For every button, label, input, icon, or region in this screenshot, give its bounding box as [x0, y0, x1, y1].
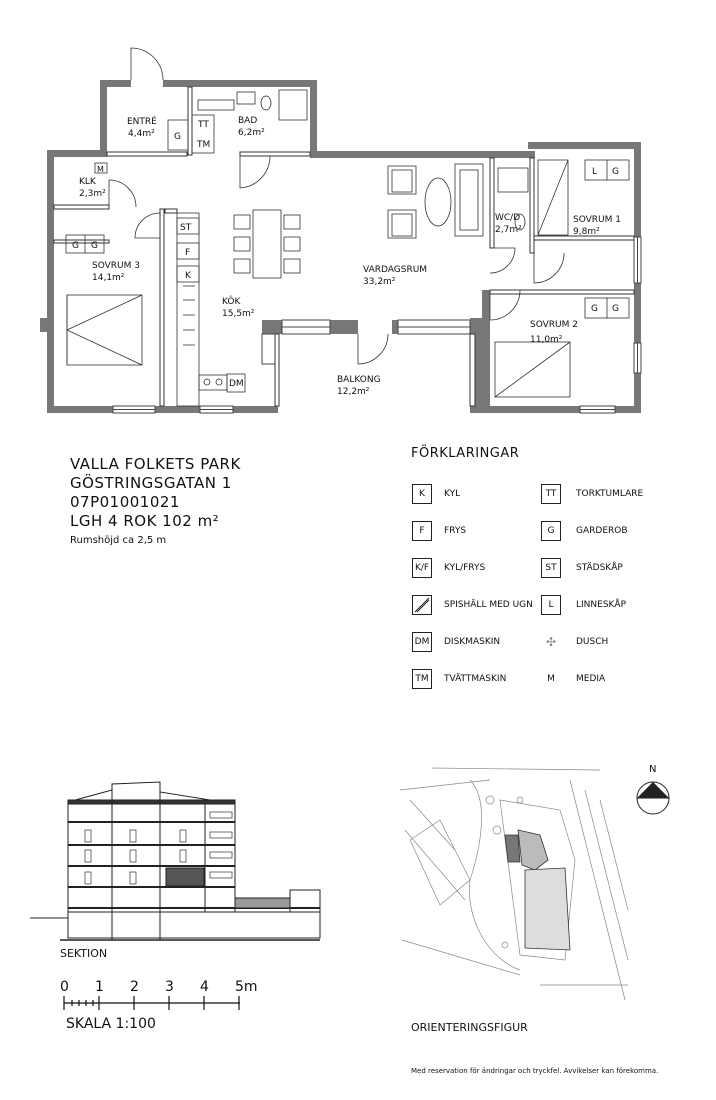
room-area-kok: 15,5m² [222, 309, 255, 319]
legend-label: KYL/FRYS [444, 563, 486, 573]
room-area-wcd: 2,7m² [495, 225, 522, 235]
room-name-bad: BAD [238, 116, 257, 126]
room-name-entre: ENTRÉ [127, 115, 157, 127]
legend-label: SPISHÄLL MED UGN [444, 600, 533, 610]
code-diskmaskin: DM [229, 379, 244, 389]
scale-tick-label: 2 [130, 979, 139, 995]
room-area-entre: 4,4m² [128, 129, 155, 139]
legend-symbol: TT [541, 484, 561, 504]
legend-symbol: G [541, 521, 561, 541]
legend-symbol: L [541, 595, 561, 615]
stove-icon [412, 595, 432, 615]
north-arrow-icon [636, 781, 670, 815]
scale-tick-label: 4 [200, 979, 209, 995]
legend-symbol: F [412, 521, 432, 541]
legend-label: DISKMASKIN [444, 637, 501, 647]
legend-label: TORKTUMLARE [576, 489, 644, 499]
code-kyl: K [185, 271, 192, 281]
apartment-summary: LGH 4 ROK 102 m² [70, 512, 220, 530]
legend-label: LINNESKÅP [576, 600, 627, 610]
code-garderob-s2b: G [612, 304, 619, 314]
section-label: SEKTION [60, 947, 108, 960]
code-garderob-s3a: G [72, 241, 79, 251]
legend-label: DUSCH [576, 637, 609, 647]
legend-symbol: K/F [412, 558, 432, 578]
windows [112, 236, 642, 414]
legend-label: TVÄTTMASKIN [444, 674, 507, 684]
shower-icon: ✣ [545, 635, 557, 649]
floor-plan: ENTRÉ 4,4m² BAD 6,2m² KLK 2,3m² SOVRUM 3… [40, 47, 642, 414]
code-tvattmaskin: TM [196, 140, 210, 150]
scale-label: SKALA 1:100 [66, 1016, 156, 1032]
orientation-label: ORIENTERINGSFIGUR [411, 1021, 528, 1034]
room-name-kok: KÖK [222, 296, 241, 307]
room-name-sovrum3: SOVRUM 3 [92, 261, 140, 271]
code-frys: F [185, 248, 190, 258]
legend-symbol: M [547, 674, 555, 684]
legend-symbol: DM [412, 632, 432, 652]
legend-label: FRYS [444, 526, 467, 536]
doors [108, 47, 565, 365]
room-name-klk: KLK [79, 177, 97, 187]
scale-tick-label: 0 [60, 979, 69, 995]
legend-symbol: K [412, 484, 432, 504]
north-label: N [649, 764, 657, 775]
room-area-balkong: 12,2m² [337, 387, 370, 397]
legend-label: GARDEROB [576, 526, 628, 536]
room-name-sovrum1: SOVRUM 1 [573, 215, 621, 225]
furniture [66, 89, 571, 407]
code-linneskap: L [592, 167, 597, 177]
room-area-bad: 6,2m² [238, 128, 265, 138]
code-garderob-s2a: G [591, 304, 598, 314]
apartment-id: 07P01001021 [70, 493, 180, 511]
room-area-sovrum1: 9,8m² [573, 227, 600, 237]
scale-tick-label: 1 [95, 979, 104, 995]
legend-title: FÖRKLARINGAR [411, 446, 520, 461]
code-stadskap: ST [180, 223, 192, 233]
room-area-vardagsrum: 33,2m² [363, 277, 396, 287]
room-name-wcd: WC/D [495, 213, 520, 223]
interior-walls [53, 86, 635, 407]
room-area-sovrum2: 11,0m² [530, 335, 563, 345]
legend-label: STÄDSKÅP [576, 563, 623, 573]
scale-tick-label: 3 [165, 979, 174, 995]
scale-tick-label: 5m [235, 979, 258, 995]
code-media: M [97, 165, 104, 174]
legend-label: KYL [444, 489, 461, 499]
code-garderob-s3b: G [91, 241, 98, 251]
room-area-klk: 2,3m² [79, 189, 106, 199]
room-name-sovrum2: SOVRUM 2 [530, 320, 578, 330]
code-garderob-entre: G [174, 132, 181, 142]
ceiling-height: Rumshöjd ca 2,5 m [70, 535, 167, 546]
disclaimer: Med reservation för ändringar och tryckf… [411, 1067, 659, 1075]
room-name-vardagsrum: VARDAGSRUM [363, 265, 427, 275]
legend-symbol: ST [541, 558, 561, 578]
legend-symbol: TM [412, 669, 432, 689]
street-address: GÖSTRINGSGATAN 1 [70, 474, 232, 492]
cabinets [65, 114, 630, 393]
code-garderob-s1: G [612, 167, 619, 177]
legend-label: MEDIA [576, 674, 606, 684]
project-name: VALLA FOLKETS PARK [70, 455, 241, 473]
code-torktumlare: TT [197, 120, 209, 130]
room-name-balkong: BALKONG [337, 375, 381, 385]
exterior-walls [40, 80, 641, 413]
room-area-sovrum3: 14,1m² [92, 273, 125, 283]
